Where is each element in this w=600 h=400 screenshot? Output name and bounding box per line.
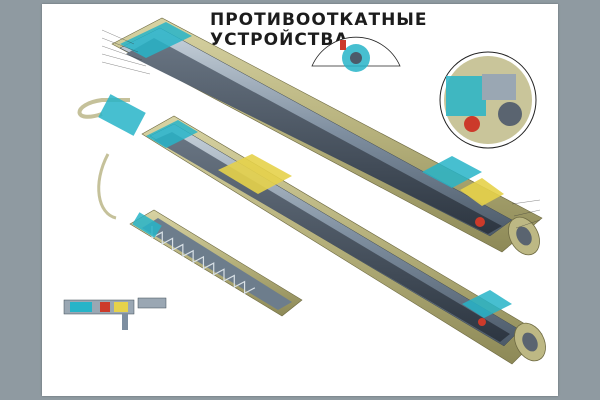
valve-detail: [63, 297, 167, 330]
detail-inset-large: [439, 51, 537, 149]
callout-leaders: [101, 29, 541, 229]
poster-sheet: ПРОТИВООТКАТНЫЕ УСТРОЙСТВА: [42, 4, 558, 396]
detail-inset-small: [311, 36, 401, 72]
upper-cylinder: [111, 17, 543, 256]
poster-title: ПРОТИВООТКАТНЫЕ УСТРОЙСТВА: [210, 10, 428, 50]
recoil-mechanism-illustration: [63, 17, 546, 365]
spring-assembly: [129, 209, 303, 317]
lower-cylinder: [141, 115, 546, 365]
oil-pipe: [77, 94, 146, 220]
